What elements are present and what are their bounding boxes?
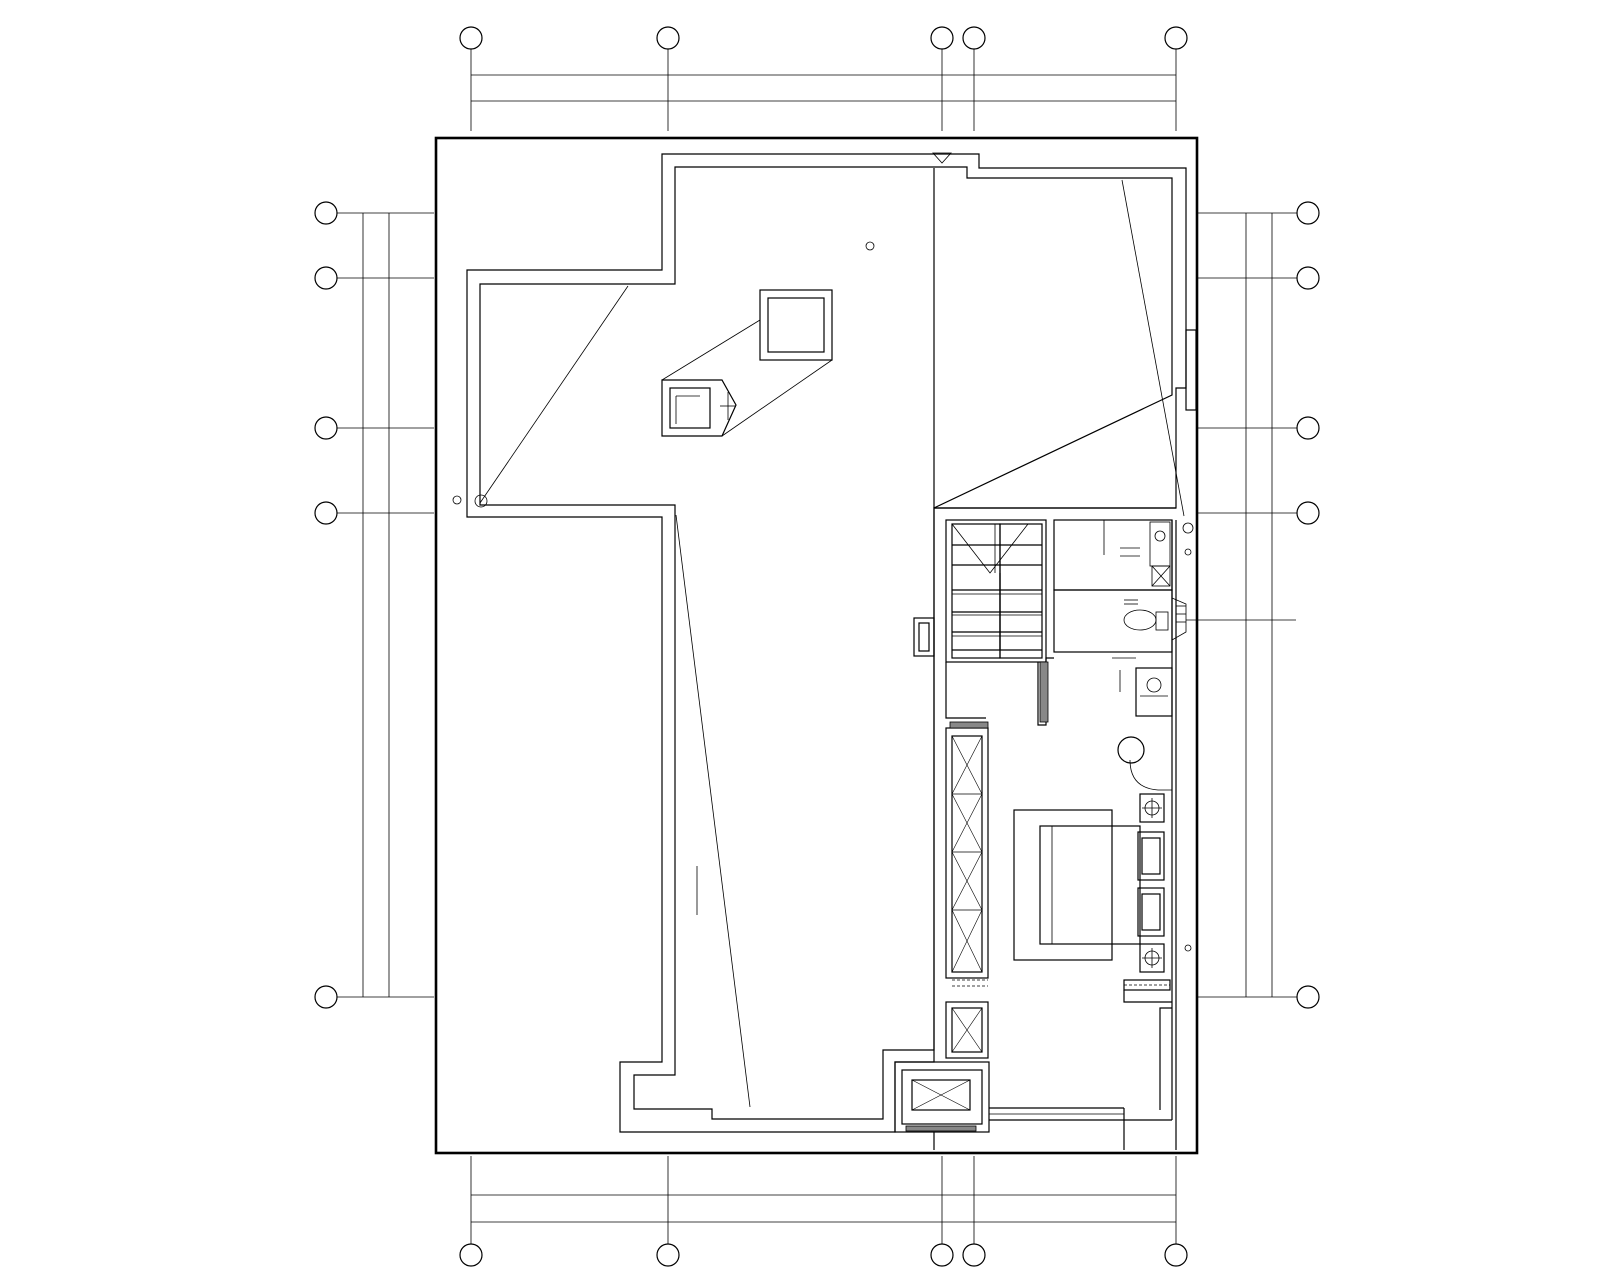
counter-curve	[1129, 759, 1172, 791]
right-grid-axes	[1186, 201, 1320, 1009]
building-outline	[434, 136, 1199, 1155]
downpipe-icon-left-2	[474, 494, 488, 508]
roof-drain-icon	[865, 241, 875, 251]
grid-bubble-bottom-4	[962, 1243, 986, 1267]
grid-bubble-left-5	[314, 985, 338, 1009]
grid-bubble-top-3	[930, 26, 954, 50]
staircase	[945, 519, 1047, 663]
grid-bubble-top-2	[656, 26, 680, 50]
downpipe-icon-right-2	[1184, 548, 1192, 556]
sink-icon	[1146, 677, 1162, 693]
grid-bubble-left-4	[314, 501, 338, 525]
bedroom	[1013, 520, 1177, 1150]
top-grid-axes	[459, 26, 1188, 131]
round-stool-icon	[1117, 736, 1145, 764]
stair-side-wall	[1037, 657, 1054, 726]
grid-bubble-left-3	[314, 416, 338, 440]
nightstand-top	[1139, 793, 1165, 823]
grid-bubble-right-1	[1296, 201, 1320, 225]
grid-bubble-left-1	[314, 201, 338, 225]
grid-bubble-right-3	[1296, 416, 1320, 440]
grid-bubble-bottom-1	[459, 1243, 483, 1267]
pillow-icon-2	[1137, 887, 1165, 937]
stair-side-wall-hatch	[1039, 661, 1049, 723]
grid-bubble-right-2	[1296, 266, 1320, 290]
grid-bubble-left-2	[314, 266, 338, 290]
section-marker-icon	[932, 152, 952, 164]
stair-landing-notch	[913, 617, 935, 657]
bed-headboard-area	[1013, 809, 1113, 961]
toilet-icon	[1123, 609, 1157, 631]
nightstand-bottom	[1139, 943, 1165, 973]
grid-bubble-right-4	[1296, 501, 1320, 525]
slope-line-right	[1121, 179, 1185, 517]
bathroom-upper	[1053, 519, 1173, 591]
lower-cabinet	[945, 1001, 989, 1059]
downpipe-icon-right	[1182, 522, 1194, 534]
downpipe-icon-left	[452, 495, 462, 505]
toilet-room	[1053, 589, 1187, 653]
left-grid-axes	[314, 201, 434, 1009]
grid-bubble-bottom-5	[1164, 1243, 1188, 1267]
entry-shaft	[894, 1061, 990, 1133]
grid-bubble-bottom-3	[930, 1243, 954, 1267]
bed-icon	[1039, 825, 1141, 945]
roof-terrace-outline	[466, 153, 1187, 1133]
skylight-structure	[661, 289, 833, 437]
stair-lower-wall	[945, 662, 986, 719]
right-wall-notch	[1185, 329, 1197, 411]
vanity-sink	[1112, 657, 1173, 717]
pillow-icon-1	[1137, 831, 1165, 881]
slope-line-left-top	[479, 285, 629, 504]
downpipe-icon-right-3	[1184, 944, 1192, 952]
bottom-grid-axes	[459, 1156, 1188, 1267]
grid-bubble-bottom-2	[656, 1243, 680, 1267]
grid-bubble-top-1	[459, 26, 483, 50]
grid-bubble-top-4	[962, 26, 986, 50]
grid-bubble-right-5	[1296, 985, 1320, 1009]
wardrobe-cabinet	[945, 721, 989, 987]
grid-bubble-top-5	[1164, 26, 1188, 50]
slope-line-left-bottom	[675, 514, 751, 1108]
